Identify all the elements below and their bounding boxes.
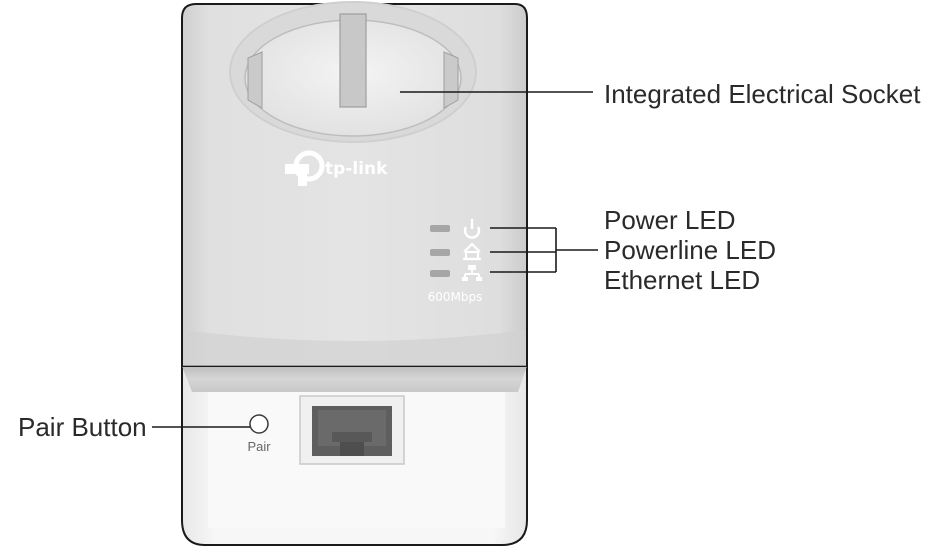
ethernet-port[interactable] xyxy=(299,395,405,465)
socket-callout: Integrated Electrical Socket xyxy=(604,79,921,109)
logo-stem xyxy=(298,164,307,186)
brand-logo: tp-link xyxy=(285,150,388,186)
brand-name: tp-link xyxy=(325,159,388,179)
power-led-callout: Power LED xyxy=(604,205,736,235)
logo-bar xyxy=(285,164,309,174)
pair-button[interactable]: Pair xyxy=(247,414,271,454)
ethernet-port-shadow xyxy=(332,432,372,442)
powerline-led-callout: Powerline LED xyxy=(604,235,776,265)
led-panel: 600Mbps xyxy=(428,219,483,304)
ethernet-led xyxy=(430,270,450,277)
socket-clip-right xyxy=(443,51,459,109)
socket-clip-left xyxy=(247,51,263,109)
ethernet-led-callout: Ethernet LED xyxy=(604,265,761,295)
leader-lines xyxy=(152,91,598,428)
socket xyxy=(229,1,477,143)
speed-label: 600Mbps xyxy=(428,290,483,304)
adapter-band xyxy=(182,366,527,392)
socket-earth-pin xyxy=(339,13,367,108)
pair-button-callout: Pair Button xyxy=(18,412,147,442)
pair-label: Pair xyxy=(247,439,271,454)
house-icon xyxy=(463,242,481,261)
ethernet-port-clip xyxy=(340,440,364,456)
power-led xyxy=(430,225,450,232)
ethernet-icon xyxy=(462,265,482,281)
adapter-upper-shadow xyxy=(183,330,526,366)
pair-button-circle[interactable] xyxy=(249,414,269,434)
powerline-led xyxy=(430,249,450,256)
power-icon xyxy=(463,219,481,239)
